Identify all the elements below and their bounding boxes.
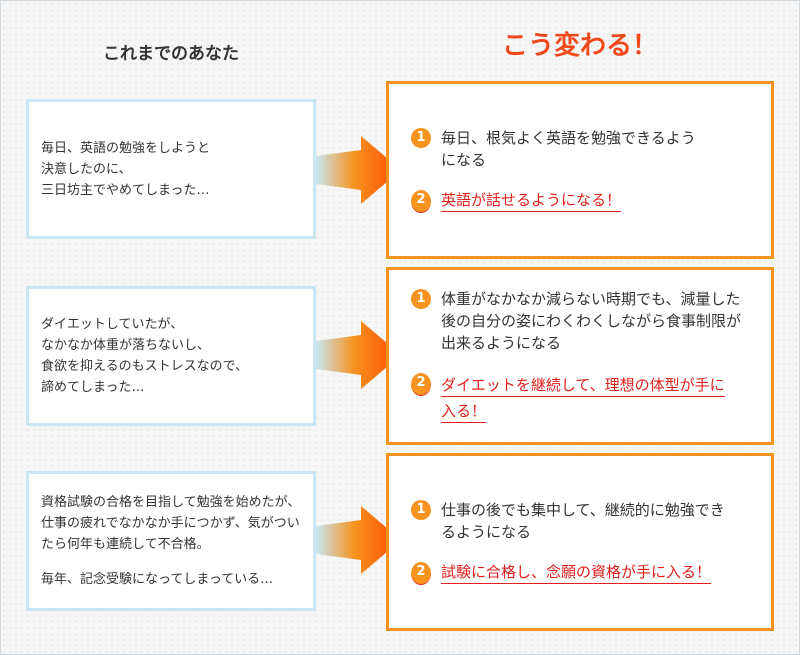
- arrow-icon: [316, 136, 401, 204]
- after-item: 1 仕事の後でも集中して、継続的に勉強できるようになる: [411, 499, 749, 543]
- before-text: 毎年、記念受験になってしまっている…: [41, 572, 274, 587]
- before-box-2: ダイエットしていたが、 なかなか体重が落ちないし、 食欲を抑えるのもストレスなの…: [26, 286, 316, 426]
- after-highlight-text: ダイエットを継続して、理想の体型が手に入る！: [441, 376, 725, 423]
- after-item-highlight: 2 ダイエットを継続して、理想の体型が手に入る！: [411, 372, 749, 424]
- before-box-1: 毎日、英語の勉強をしようと 決意したのに、 三日坊主でやめてしまった…: [26, 99, 316, 239]
- before-spacer: [41, 555, 301, 569]
- arrow-icon: [316, 321, 401, 389]
- after-box-1: 1 毎日、根気よく英語を勉強できるようになる 2 英語が話せるようになる！: [386, 81, 774, 259]
- after-highlight-text: 試験に合格し、念願の資格が手に入る！: [441, 563, 712, 584]
- before-text: 毎日、英語の勉強をしようと: [41, 140, 211, 156]
- after-text: 仕事の後でも集中して、継続的に勉強できるようになる: [441, 501, 725, 541]
- after-item-highlight: 2 試験に合格し、念願の資格が手に入る！: [411, 561, 749, 585]
- after-item-highlight: 2 英語が話せるようになる！: [411, 189, 749, 213]
- after-item: 1 毎日、根気よく英語を勉強できるようになる: [411, 127, 749, 171]
- before-text: 決意したのに、: [41, 161, 132, 177]
- after-text: 毎日、根気よく英語を勉強できるようになる: [441, 129, 696, 169]
- before-text: ダイエットしていたが、: [41, 317, 184, 332]
- number-badge: 1: [411, 500, 431, 520]
- number-badge: 2: [411, 562, 431, 585]
- after-text: 体重がなかなか減らない時期でも、減量した後の自分の姿にわくわくしながら食事制限が…: [441, 290, 742, 352]
- before-text: 諦めてしまった…: [41, 380, 145, 395]
- arrow-icon: [316, 506, 401, 574]
- number-badge: 1: [411, 128, 431, 148]
- after-box-3: 1 仕事の後でも集中して、継続的に勉強できるようになる 2 試験に合格し、念願の資格…: [386, 453, 774, 631]
- number-badge: 2: [411, 373, 431, 396]
- before-text: 三日坊主でやめてしまった…: [41, 182, 210, 198]
- after-item: 1 体重がなかなか減らない時期でも、減量した後の自分の姿にわくわくしながら食事制限…: [411, 288, 749, 354]
- before-text: 食欲を抑えるのもストレスなので、: [41, 359, 249, 374]
- after-heading: こう変わる！: [501, 31, 658, 61]
- before-text: なかなか体重が落ちないし、: [41, 338, 211, 353]
- after-box-2: 1 体重がなかなか減らない時期でも、減量した後の自分の姿にわくわくしながら食事制限…: [386, 267, 774, 445]
- after-highlight-text: 英語が話せるようになる！: [441, 191, 622, 212]
- number-badge: 2: [411, 190, 431, 213]
- before-box-3: 資格試験の合格を目指して勉強を始めたが、仕事の疲れでなかなか手につかず、気がつい…: [26, 471, 316, 611]
- number-badge: 1: [411, 289, 431, 309]
- before-heading: これまでのあなた: [103, 44, 239, 64]
- before-text: 資格試験の合格を目指して勉強を始めたが、仕事の疲れでなかなか手につかず、気がつい…: [41, 495, 301, 552]
